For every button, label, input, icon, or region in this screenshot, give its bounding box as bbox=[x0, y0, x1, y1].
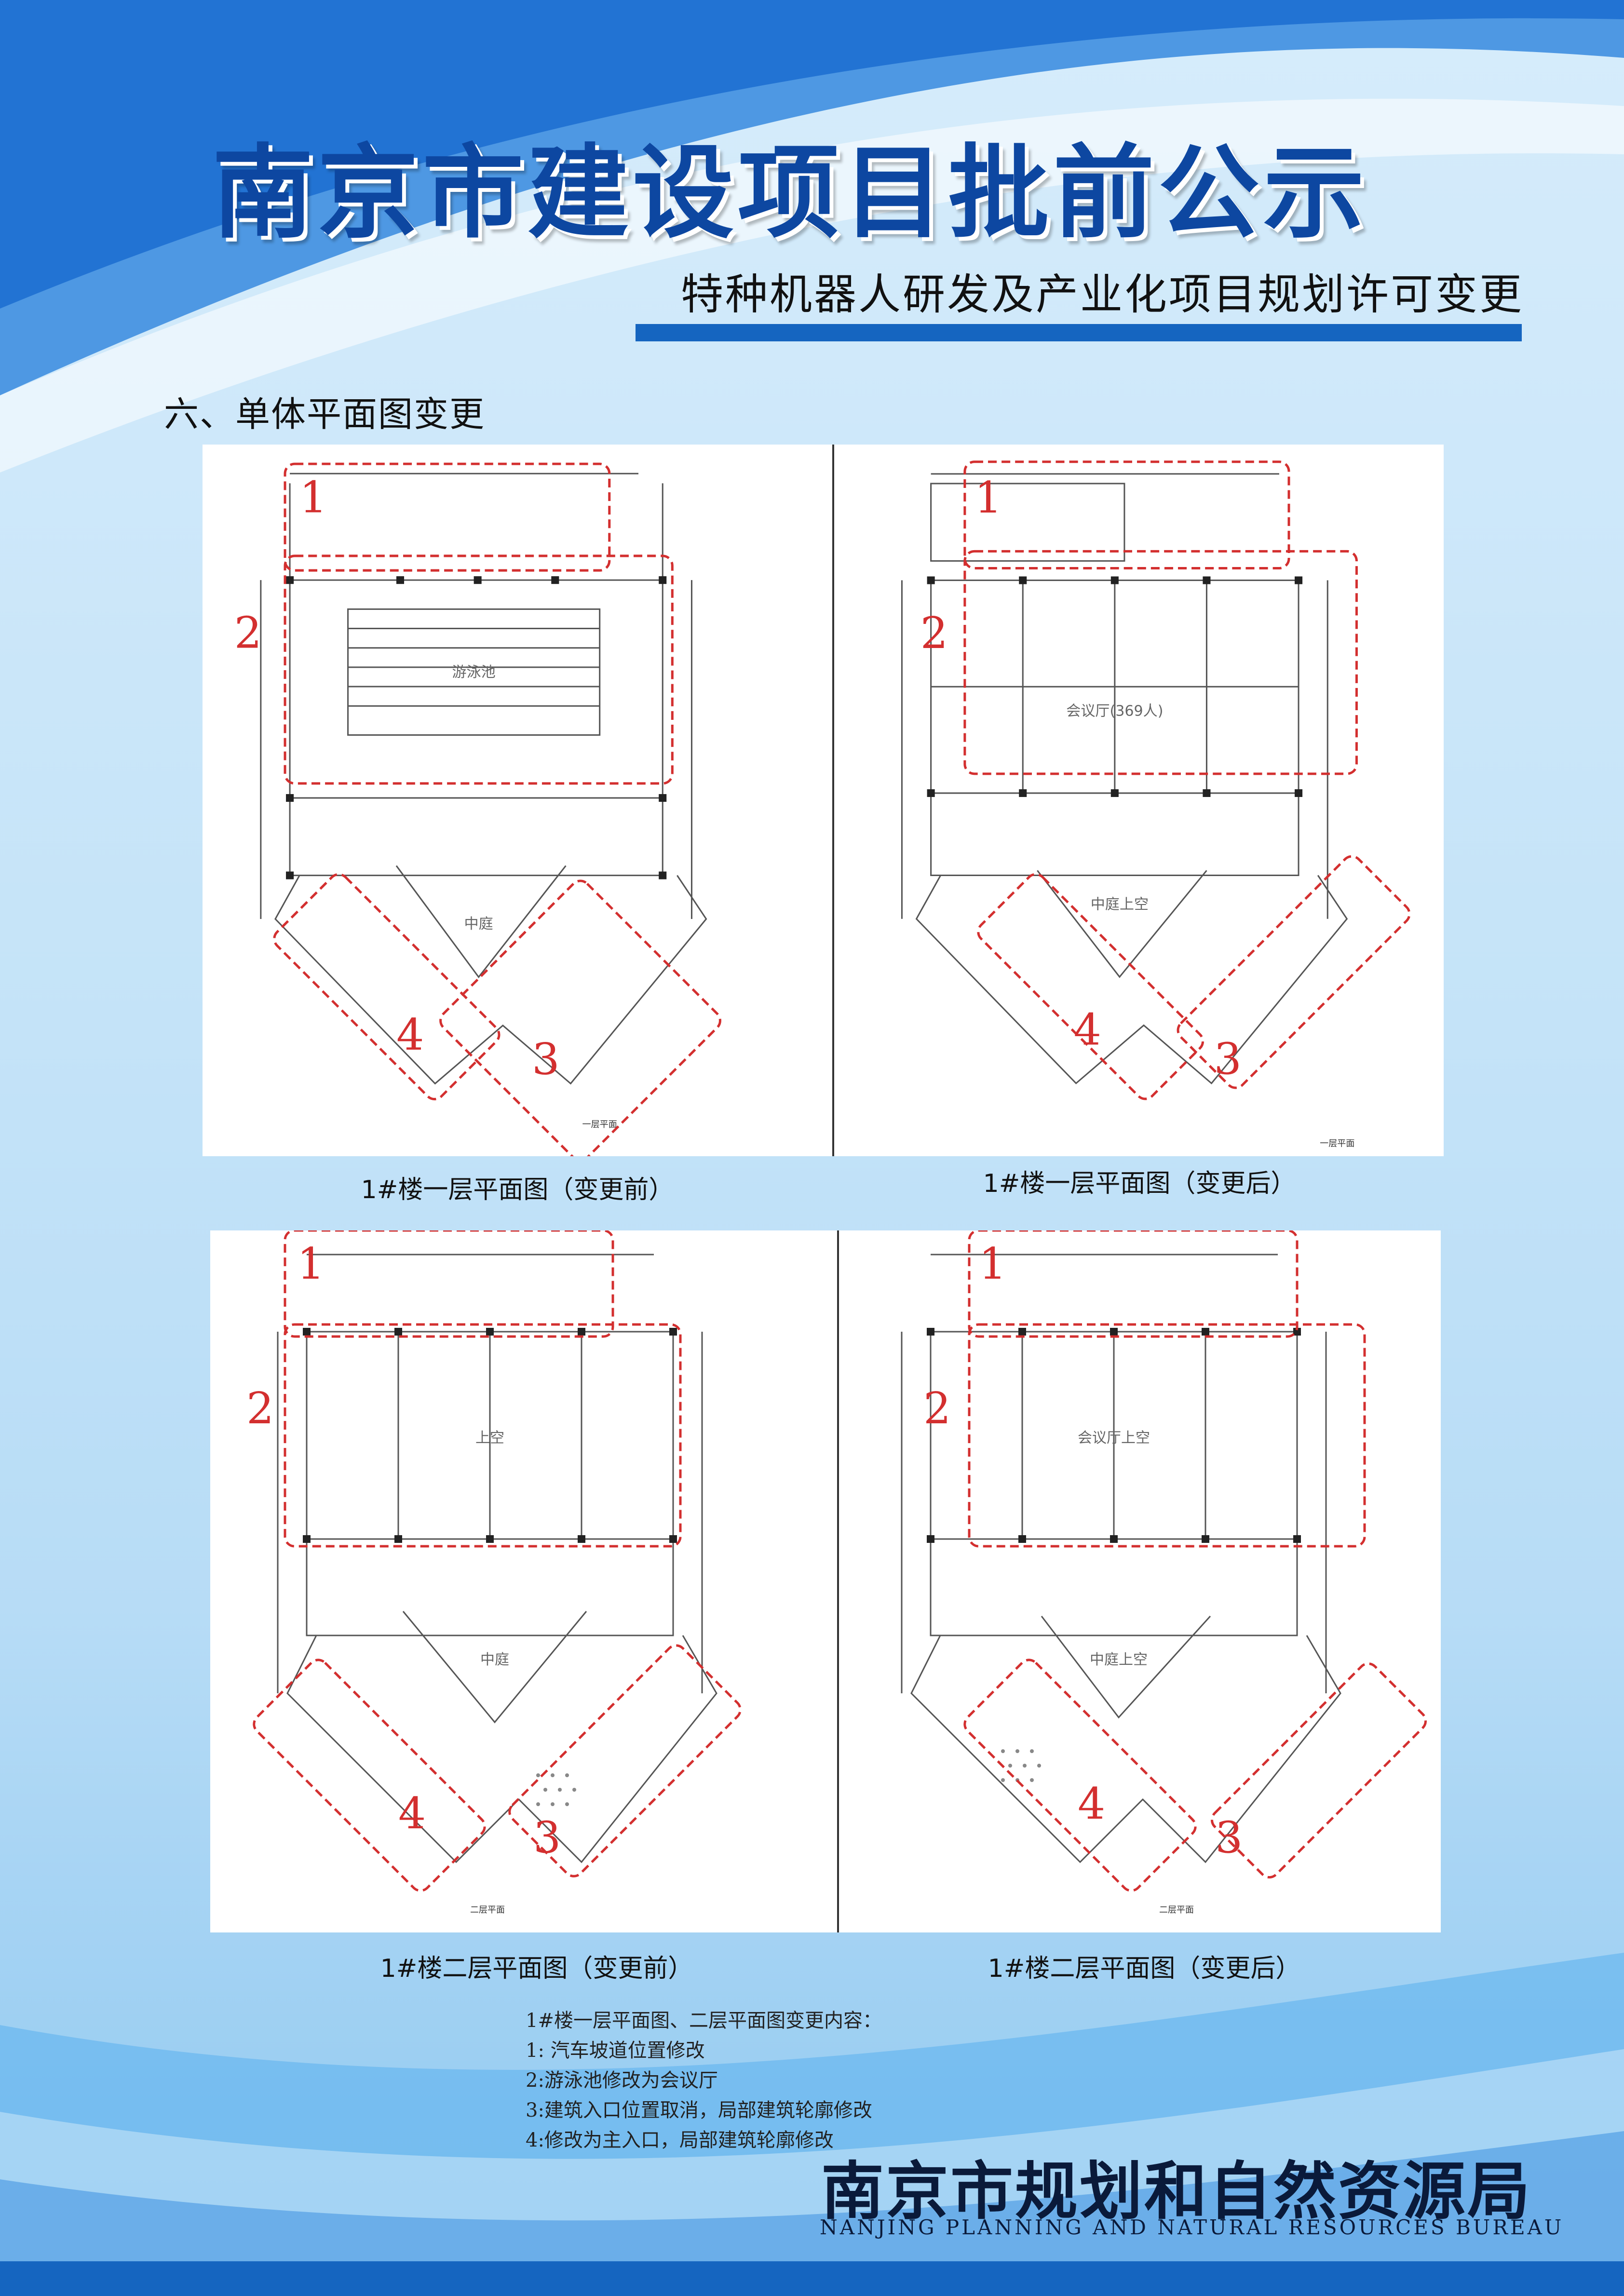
marker-1: 1 bbox=[979, 1239, 1006, 1289]
marker-4: 4 bbox=[396, 1010, 424, 1060]
change-regions bbox=[253, 1230, 742, 1892]
marker-2: 2 bbox=[920, 608, 948, 659]
room-label: 会议厅(369人) bbox=[1066, 702, 1163, 719]
court-label: 中庭 bbox=[464, 916, 493, 932]
subtitle-underline bbox=[636, 324, 1522, 341]
floor-plan-drawing: 上空 中庭 二层平面 1 2 3 4 bbox=[246, 1230, 742, 1915]
marker-3: 3 bbox=[533, 1812, 561, 1863]
room-label: 游泳池 bbox=[452, 664, 495, 681]
drawing-title-label: 二层平面 bbox=[470, 1905, 505, 1915]
marker-3: 3 bbox=[532, 1034, 560, 1084]
floor-plan-2f-before: 上空 中庭 二层平面 1 2 3 4 bbox=[210, 1230, 837, 1932]
marker-1: 1 bbox=[974, 473, 1002, 523]
court-label: 中庭 bbox=[480, 1651, 509, 1668]
change-regions bbox=[963, 460, 1411, 1100]
note-item: 1: 汽车坡道位置修改 bbox=[526, 2039, 705, 2062]
plan-divider-top bbox=[832, 445, 834, 1156]
marker-4: 4 bbox=[1074, 1005, 1101, 1055]
marker-3: 3 bbox=[1215, 1812, 1243, 1863]
note-item: 3:建筑入口位置取消，局部建筑轮廓修改 bbox=[526, 2099, 872, 2121]
project-subtitle: 特种机器人研发及产业化项目规划许可变更 bbox=[680, 270, 1524, 319]
marker-1: 1 bbox=[299, 473, 327, 523]
marker-2: 2 bbox=[923, 1383, 951, 1434]
caption-2f-before: 1#楼二层平面图（变更前） bbox=[380, 1954, 693, 1983]
marker-1: 1 bbox=[297, 1239, 325, 1289]
floor-plan-1f-before: 游泳池 中庭 一层平面 1 2 3 4 bbox=[203, 445, 832, 1156]
marker-3: 3 bbox=[1214, 1034, 1241, 1084]
marker-4: 4 bbox=[1078, 1779, 1105, 1829]
change-regions bbox=[273, 462, 721, 1156]
note-item: 2:游泳池修改为会议厅 bbox=[526, 2069, 718, 2092]
room-label: 会议厅上空 bbox=[1078, 1430, 1150, 1446]
notes-heading: 1#楼一层平面图、二层平面图变更内容： bbox=[526, 2010, 882, 2032]
change-regions bbox=[963, 1230, 1427, 1892]
org-name-en: NANJING PLANNING AND NATURAL RESOURCES B… bbox=[820, 2215, 1564, 2239]
org-name: 南京市规划和自然资源局 bbox=[821, 2154, 1532, 2228]
page-title: 南京市建设项目批前公示 bbox=[212, 133, 1369, 252]
room-label: 上空 bbox=[475, 1430, 504, 1446]
change-notes: 1#楼一层平面图、二层平面图变更内容： 1: 汽车坡道位置修改 2:游泳池修改为… bbox=[526, 2006, 882, 2155]
section-heading: 六、单体平面图变更 bbox=[164, 394, 486, 434]
note-item: 4:修改为主入口，局部建筑轮廓修改 bbox=[526, 2129, 834, 2151]
drawing-title-label: 一层平面 bbox=[1320, 1138, 1354, 1148]
court-label: 中庭上空 bbox=[1090, 1651, 1148, 1668]
marker-2: 2 bbox=[246, 1383, 274, 1434]
plan-divider-bottom bbox=[837, 1230, 839, 1932]
drawing-title-label: 二层平面 bbox=[1159, 1905, 1194, 1915]
court-label: 中庭上空 bbox=[1091, 896, 1149, 913]
caption-2f-after: 1#楼二层平面图（变更后） bbox=[988, 1954, 1301, 1983]
floor-plan-2f-after: 会议厅上空 中庭上空 二层平面 1 2 3 4 bbox=[839, 1230, 1441, 1932]
marker-2: 2 bbox=[234, 608, 262, 659]
bottom-band bbox=[0, 2261, 1624, 2296]
floor-plan-drawing: 会议厅(369人) 中庭上空 一层平面 1 2 3 4 bbox=[901, 460, 1411, 1148]
marker-4: 4 bbox=[398, 1788, 426, 1839]
floor-plan-1f-after: 会议厅(369人) 中庭上空 一层平面 1 2 3 4 bbox=[834, 445, 1444, 1156]
caption-1f-before: 1#楼一层平面图（变更前） bbox=[361, 1175, 674, 1204]
caption-1f-after: 1#楼一层平面图（变更后） bbox=[983, 1169, 1296, 1198]
floor-plan-drawing: 会议厅上空 中庭上空 二层平面 1 2 3 4 bbox=[901, 1230, 1427, 1915]
floor-plan-drawing: 游泳池 中庭 一层平面 1 2 3 4 bbox=[234, 462, 721, 1156]
drawing-title-label: 一层平面 bbox=[582, 1120, 617, 1130]
